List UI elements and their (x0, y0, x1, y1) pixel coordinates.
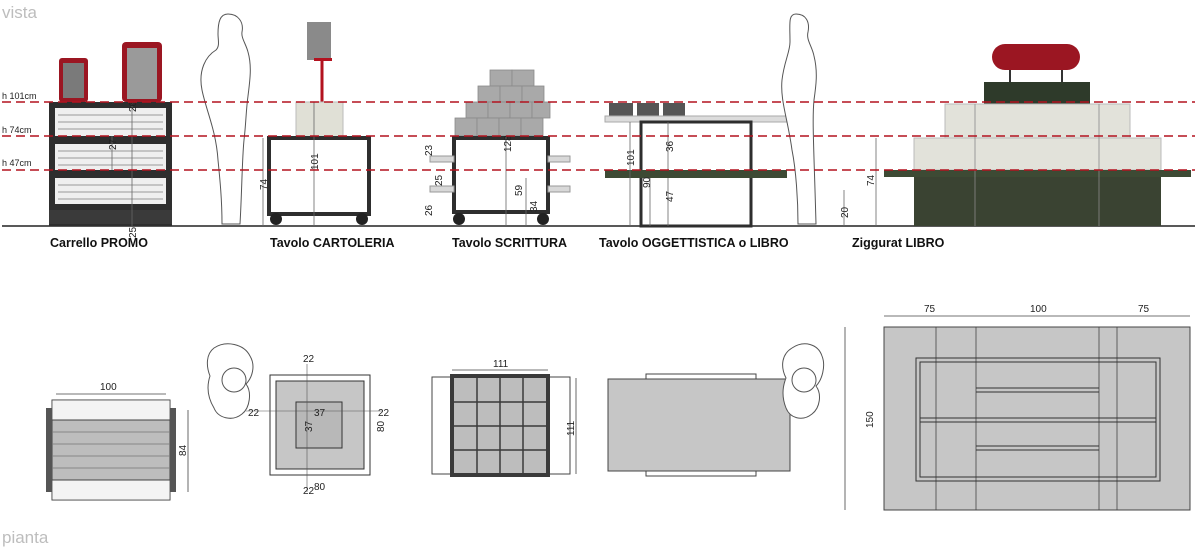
human-figure-right (781, 13, 817, 225)
cartoleria-elevation (262, 22, 371, 226)
scrittura-dim-59: 59 (514, 184, 525, 196)
oggettistica-dim-101: 101 (626, 149, 637, 166)
cartoleria-plan-inner-h: 37 (304, 420, 315, 432)
height-label-74: h 74cm (2, 125, 32, 135)
cartoleria-frame (267, 136, 371, 216)
scrittura-dim-23: 23 (424, 144, 435, 156)
carrello-plan-width: 100 (100, 382, 117, 393)
wheel-icon (453, 213, 465, 225)
scrittura-elevation (429, 69, 571, 226)
scrittura-plan-width: 111 (493, 359, 509, 370)
scrittura-frame (452, 136, 550, 214)
height-label-101: h 101cm (2, 91, 37, 101)
scrittura-plan (431, 369, 577, 477)
cartoleria-dim-h: 74 (259, 178, 270, 190)
oggettistica-dim-90: 90 (642, 176, 653, 188)
cartoleria-sign (307, 22, 331, 60)
ziggurat-sign (992, 44, 1080, 70)
cartoleria-plan-bottom: 22 (303, 486, 315, 497)
ziggurat-elevation (843, 44, 1191, 226)
carrello-dim-mid: 27 (108, 138, 119, 150)
ziggurat-plan-w1: 75 (924, 304, 936, 315)
human-figure-left (200, 13, 251, 225)
wheel-icon (270, 213, 282, 225)
cartoleria-plan-left: 22 (248, 408, 260, 419)
carrello-elevation (49, 42, 172, 226)
ziggurat-plan-depth: 150 (865, 411, 876, 428)
ziggurat-dim-20: 20 (840, 206, 851, 218)
carrello-plan-depth: 84 (178, 444, 189, 456)
height-lines (2, 101, 1195, 171)
scrittura-dim-128: 128 (503, 135, 514, 152)
cartoleria-plan (246, 364, 382, 492)
cartoleria-dim-total: 101 (310, 153, 321, 170)
cartoleria-plan-right: 22 (378, 408, 390, 419)
label-cartoleria: Tavolo CARTOLERIA (270, 236, 395, 250)
cartoleria-plan-inner-w: 37 (314, 408, 326, 419)
scrittura-dim-26: 26 (424, 204, 435, 216)
ziggurat-dim-74: 74 (866, 174, 877, 186)
ziggurat-plan-w2: 100 (1030, 304, 1047, 315)
ziggurat-plan-w3: 75 (1138, 304, 1150, 315)
scrittura-plan-depth: 111 (566, 420, 577, 436)
head-top-view-icon (782, 343, 825, 419)
section-title-pianta: pianta (2, 528, 49, 547)
oggettistica-dim-36: 36 (665, 140, 676, 152)
section-title-vista: vista (2, 3, 38, 22)
ziggurat-plan (844, 315, 1191, 511)
cartoleria-plan-top: 22 (303, 354, 315, 365)
oggettistica-dim-47: 47 (665, 190, 676, 202)
cartoleria-plan-depth: 80 (376, 420, 387, 432)
carrello-dim-top: 26 (128, 100, 139, 112)
carrello-dim-low: 25 (128, 226, 139, 238)
scrittura-dim-25: 25 (434, 174, 445, 186)
label-carrello: Carrello PROMO (50, 236, 148, 250)
oggettistica-plan (607, 373, 791, 477)
cartoleria-plan-width: 80 (314, 482, 326, 493)
height-label-47: h 47cm (2, 158, 32, 168)
label-scrittura: Tavolo SCRITTURA (452, 236, 567, 250)
carrello-plan (46, 393, 189, 501)
label-ziggurat: Ziggurat LIBRO (852, 236, 945, 250)
wheel-icon (537, 213, 549, 225)
wheel-icon (356, 213, 368, 225)
label-oggettistica: Tavolo OGGETTISTICA o LIBRO (599, 236, 789, 250)
head-top-view-icon (206, 343, 254, 419)
scrittura-dim-34: 34 (529, 200, 540, 212)
